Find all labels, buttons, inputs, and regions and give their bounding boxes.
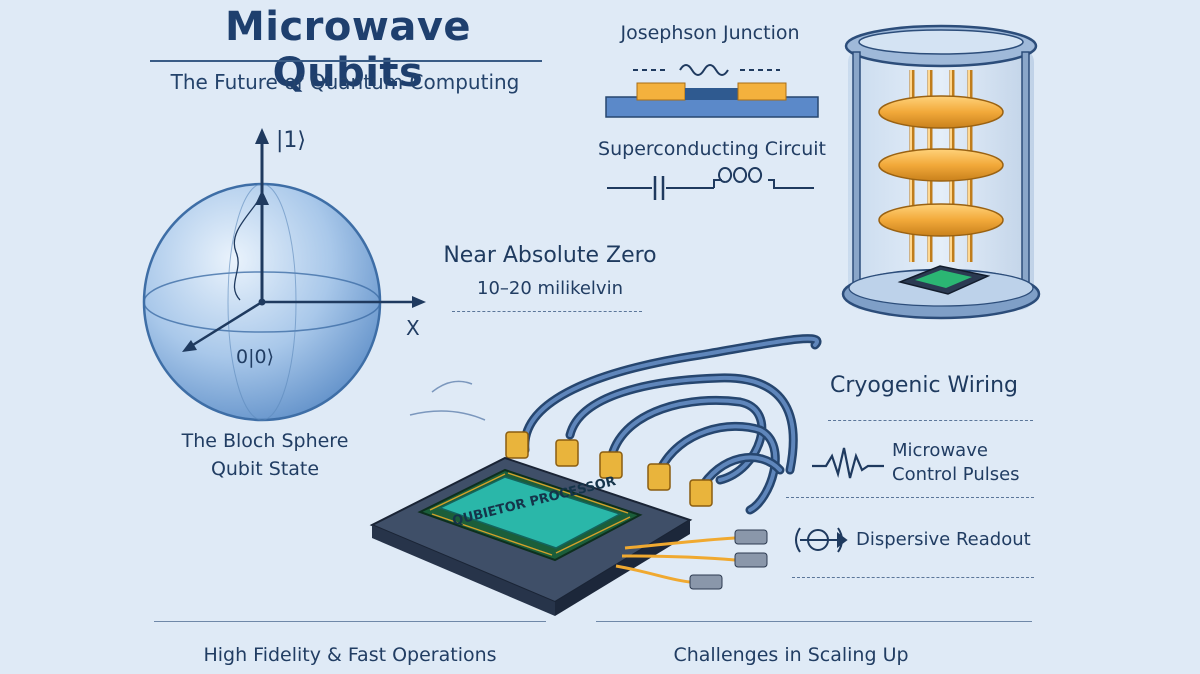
- footer-rule-left: [154, 621, 546, 622]
- junction-label: Josephson Junction: [620, 22, 800, 44]
- junction-wave-icon: [633, 64, 780, 76]
- temperature-value: 10–20 milikelvin: [477, 278, 623, 299]
- page-title: Microwave Qubits: [224, 4, 472, 96]
- bloch-sphere: [142, 128, 426, 422]
- bloch-caption-line2: Qubit State: [210, 458, 320, 480]
- bloch-caption-line1: The Bloch Sphere: [181, 430, 349, 452]
- dilution-refrigerator: [841, 24, 1041, 320]
- dispersive-readout-icon: [795, 527, 848, 553]
- circuit-symbol-icon: [607, 167, 814, 200]
- wiring-divider-top: [828, 420, 1033, 421]
- temperature-label: Near Absolute Zero: [443, 243, 657, 268]
- x-axis-label: X: [406, 316, 420, 340]
- readout-label: Dispersive Readout: [856, 529, 1031, 550]
- josephson-junction-icon: [605, 82, 819, 118]
- wiring-divider-mid: [786, 497, 1034, 498]
- readout-cables: [615, 529, 768, 590]
- ket-one-label: |1⟩: [276, 128, 306, 153]
- circuit-label: Superconducting Circuit: [598, 138, 826, 160]
- wiring-divider-bottom: [792, 577, 1034, 578]
- footer-right-label: Challenges in Scaling Up: [673, 644, 909, 666]
- footer-left-label: High Fidelity & Fast Operations: [203, 644, 497, 666]
- footer-rule-right: [596, 621, 1032, 622]
- ket-zero-label: 0|0⟩: [236, 346, 274, 368]
- coax-connectors: [505, 431, 713, 507]
- pulses-line1: Microwave: [892, 440, 988, 461]
- pulses-line2: Control Pulses: [892, 464, 1020, 485]
- wiring-title: Cryogenic Wiring: [830, 373, 1018, 398]
- motion-lines: [409, 380, 486, 421]
- microwave-pulse-icon: [812, 447, 884, 479]
- title-divider: [150, 60, 542, 62]
- cryogenic-cables: [520, 334, 822, 515]
- page-subtitle: The Future of Quantum Computing: [170, 70, 520, 94]
- temperature-divider: [452, 311, 642, 312]
- quantum-processor: [369, 456, 693, 616]
